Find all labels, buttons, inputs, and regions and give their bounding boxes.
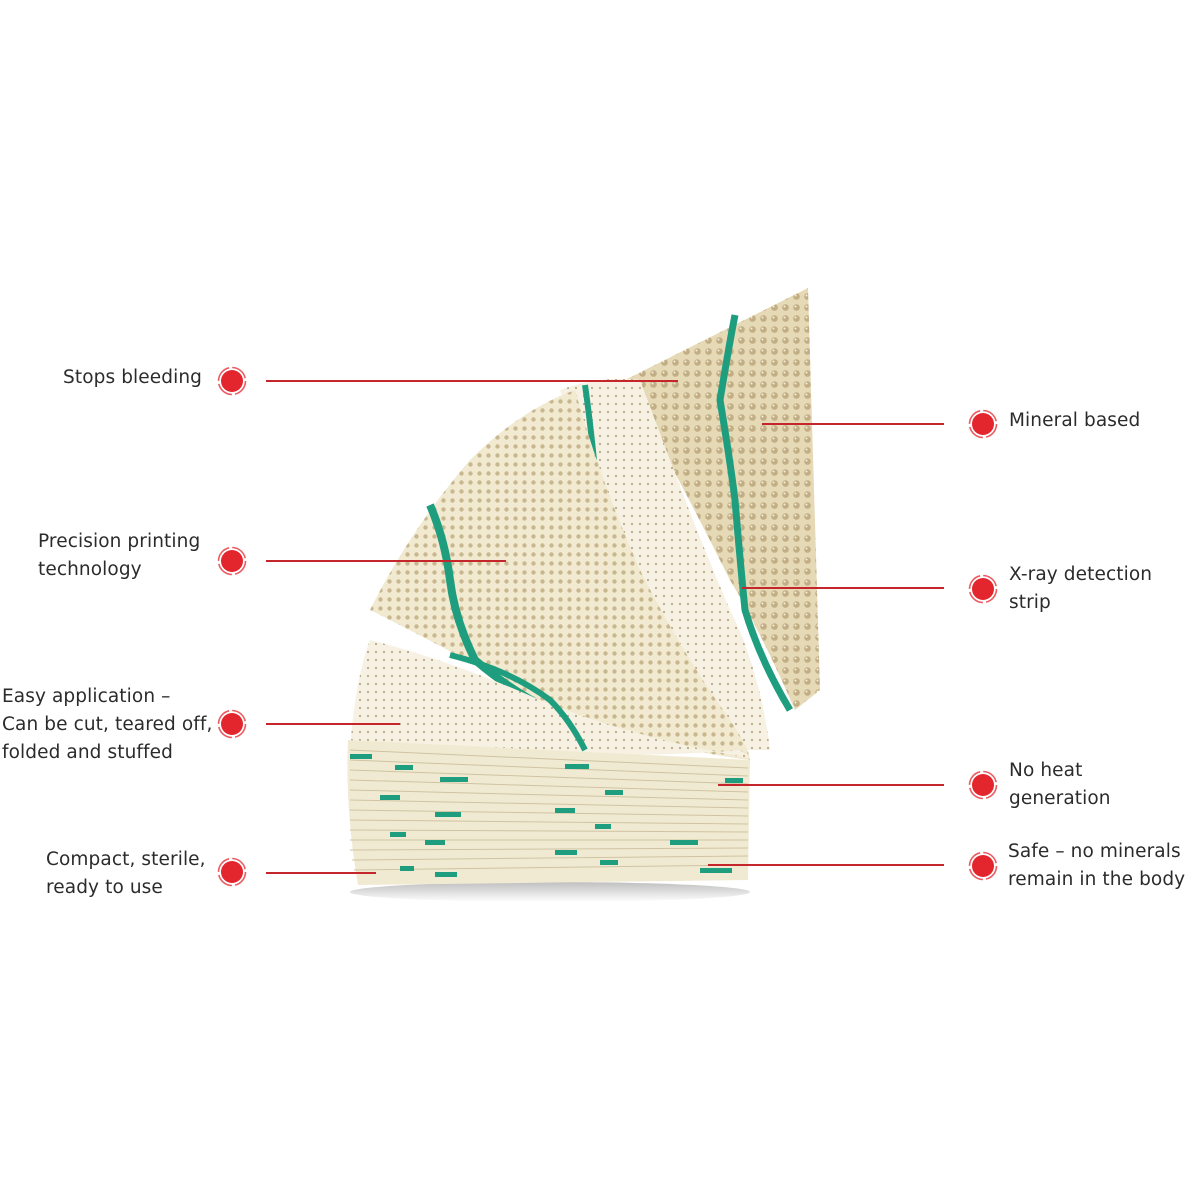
callout-xray-strip: X-ray detection strip: [1009, 561, 1152, 617]
leader-line-compact-sterile: [266, 872, 376, 874]
red-dot-marker-icon: [968, 851, 998, 881]
callout-text: strip: [1009, 592, 1051, 613]
callout-text: X-ray detection: [1009, 564, 1153, 585]
callout-easy-application: Easy application – Can be cut, teared of…: [2, 683, 212, 767]
callout-text: Precision printing: [38, 531, 201, 552]
red-dot-marker-icon: [217, 366, 247, 396]
callout-precision-printing: Precision printing technology: [38, 528, 200, 584]
red-dot-marker-icon: [217, 857, 247, 887]
leader-line-xray-strip: [742, 587, 944, 589]
callout-text: Mineral based: [1009, 410, 1141, 431]
leader-line-easy-application: [266, 723, 400, 725]
leader-line-no-heat: [718, 784, 944, 786]
callout-text: generation: [1009, 788, 1111, 809]
red-dot-marker-icon: [968, 770, 998, 800]
callout-safe: Safe – no minerals remain in the body: [1008, 838, 1185, 894]
callout-stops-bleeding: Stops bleeding: [63, 364, 202, 392]
leader-line-mineral-based: [762, 423, 944, 425]
callout-text: No heat: [1009, 760, 1083, 781]
callout-text: Easy application –: [2, 686, 171, 707]
gauze-product-image: [347, 288, 820, 902]
callout-mineral-based: Mineral based: [1009, 407, 1140, 435]
leader-line-safe: [708, 864, 944, 866]
callout-no-heat: No heat generation: [1009, 757, 1111, 813]
callout-text: Compact, sterile,: [46, 849, 206, 870]
callout-compact-sterile: Compact, sterile, ready to use: [46, 846, 206, 902]
callout-text: Stops bleeding: [63, 367, 202, 388]
red-dot-marker-icon: [217, 709, 247, 739]
leader-line-stops-bleeding: [266, 380, 678, 382]
red-dot-marker-icon: [968, 574, 998, 604]
callout-text: Can be cut, teared off,: [2, 714, 213, 735]
red-dot-marker-icon: [968, 409, 998, 439]
callout-text: remain in the body: [1008, 869, 1186, 890]
callout-text: ready to use: [46, 877, 163, 898]
red-dot-marker-icon: [217, 546, 247, 576]
callout-text: folded and stuffed: [2, 742, 173, 763]
callout-text: technology: [38, 559, 142, 580]
callout-text: Safe – no minerals: [1008, 841, 1181, 862]
leader-line-precision-printing: [266, 560, 506, 562]
